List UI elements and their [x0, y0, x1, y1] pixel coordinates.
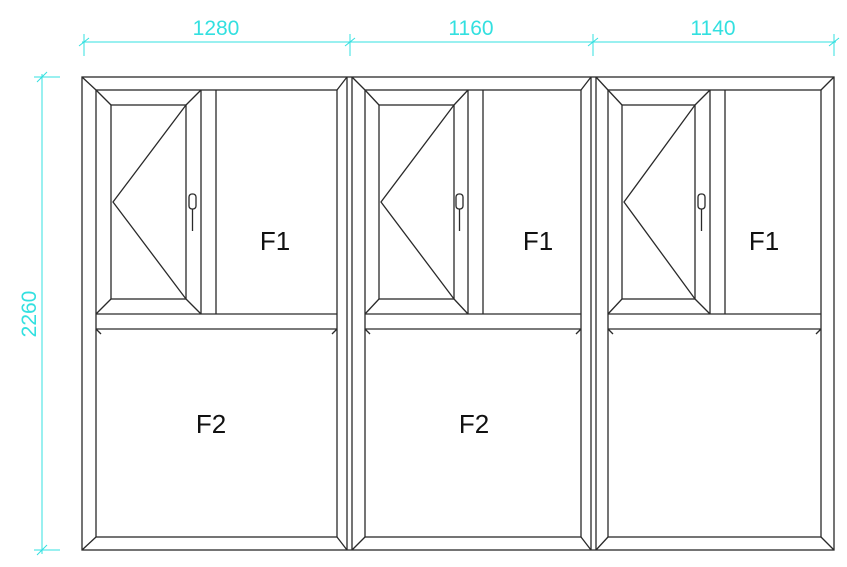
- outer-frame: [81, 76, 835, 551]
- panel-2-upper-label: F1: [523, 226, 553, 256]
- width-dimension-1: 1280: [193, 17, 240, 40]
- width-dimension-2: 1160: [448, 17, 493, 40]
- panel-1-upper-label: F1: [260, 226, 290, 256]
- window-handle-icon: [697, 193, 706, 231]
- window-handle-icon: [455, 193, 464, 231]
- window-panel-2: [351, 76, 592, 551]
- panel-3-upper-label: F1: [749, 226, 779, 256]
- width-dimension-3: 1140: [690, 17, 735, 40]
- window-panel-1: [81, 76, 348, 551]
- window-panel-3: [595, 76, 835, 551]
- dimension-lines: [34, 34, 840, 556]
- panel-2-lower-label: F2: [459, 409, 489, 439]
- window-handle-icon: [188, 193, 197, 231]
- height-dimension: 2260: [18, 291, 41, 338]
- panel-1-lower-label: F2: [196, 409, 226, 439]
